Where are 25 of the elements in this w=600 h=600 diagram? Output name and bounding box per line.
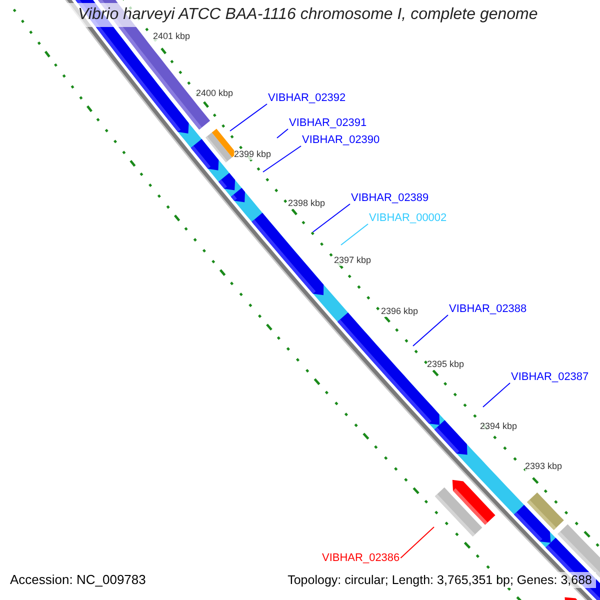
gene-label: VIBHAR_02386 [322, 552, 400, 564]
tick-label: 2398 kbp [288, 198, 326, 209]
tick-label: 2394 kbp [480, 421, 518, 432]
tick-label: 2393 kbp [525, 461, 562, 472]
leader-line [482, 382, 510, 408]
leader-line [340, 224, 368, 246]
gene-label: VIBHAR_02391 [289, 117, 367, 129]
leader-line [262, 146, 302, 172]
tick-label: 2397 kbp [334, 255, 372, 266]
leader-line [276, 128, 288, 138]
tick-label: 2395 kbp [427, 359, 464, 370]
tick-label: 2401 kbp [153, 31, 190, 42]
leader-line [312, 204, 350, 232]
leader-line [412, 314, 448, 346]
tick-label: 2400 kbp [196, 88, 234, 99]
tick-label: 2399 kbp [234, 149, 272, 160]
gene-label: VIBHAR_02388 [449, 303, 527, 315]
tick-label: 2396 kbp [381, 306, 418, 317]
gene-label: VIBHAR_00002 [369, 212, 447, 224]
gene-label: VIBHAR_02389 [351, 192, 429, 204]
gene-label: VIBHAR_02392 [268, 92, 346, 104]
gene-label: VIBHAR_02387 [511, 371, 589, 383]
gene-label: VIBHAR_02390 [302, 134, 380, 146]
leader-line [400, 526, 434, 558]
leader-line [230, 104, 268, 132]
